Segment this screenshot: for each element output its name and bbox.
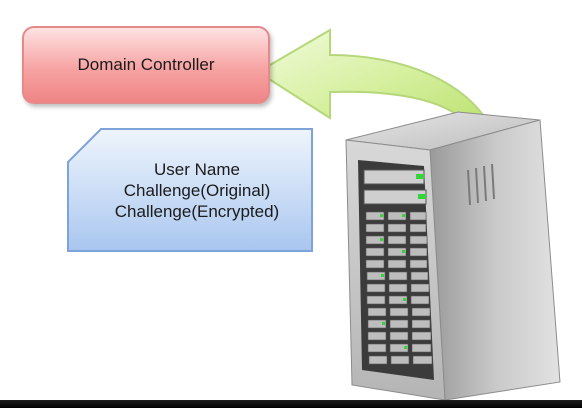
bottom-rule — [0, 400, 582, 408]
domain-controller-label: Domain Controller — [77, 55, 215, 74]
domain-controller-box: Domain Controller — [22, 26, 270, 104]
